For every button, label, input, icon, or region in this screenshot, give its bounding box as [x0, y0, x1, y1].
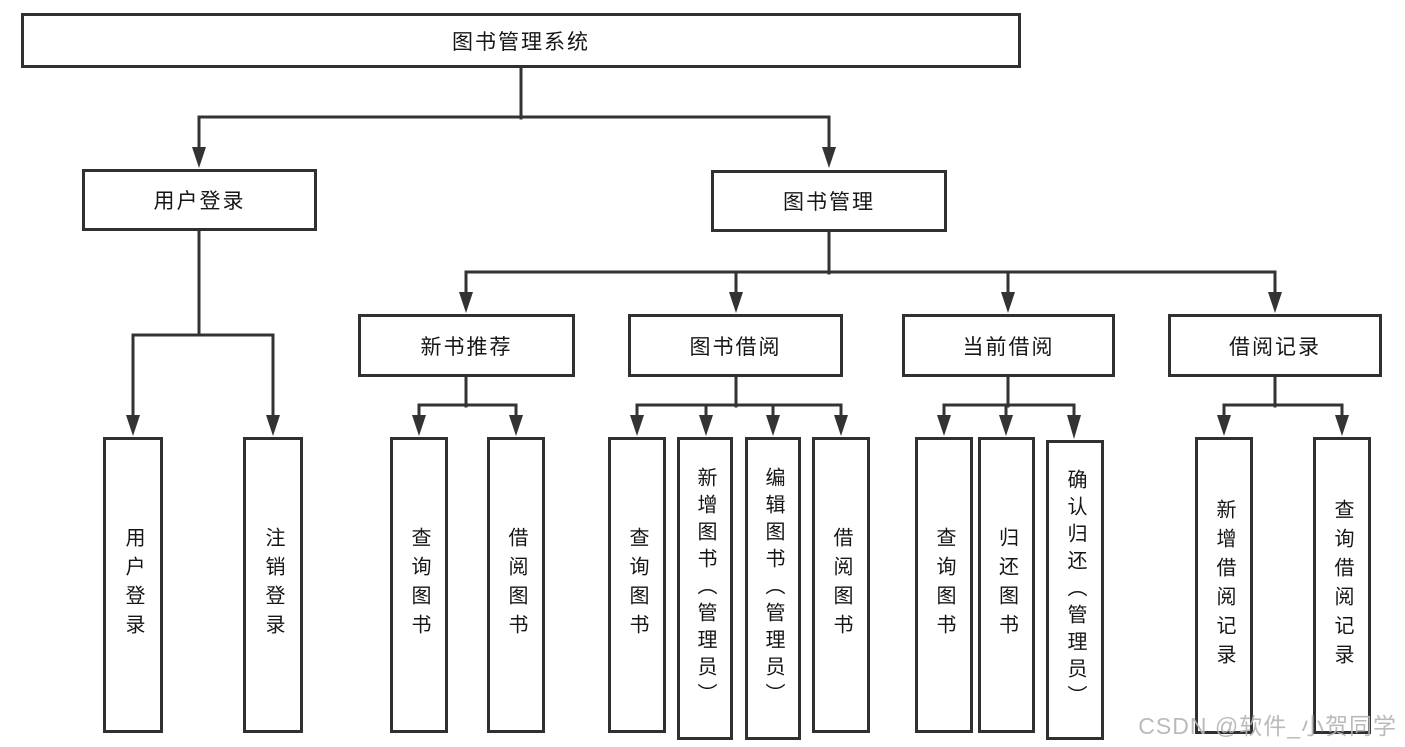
- csdn-watermark: CSDN @软件_小贺同学: [1138, 713, 1397, 739]
- leaf-add-borrow-record: 新增借阅记录: [1195, 437, 1253, 734]
- node-new-book-recommend: 新书推荐: [358, 314, 575, 377]
- leaf-add-books-admin: 新增图书（管理员）: [677, 437, 733, 740]
- leaf-confirm-return-admin: 确认归还（管理员）: [1046, 440, 1104, 740]
- node-label: 借阅图书: [505, 527, 527, 643]
- node-label: 查询图书: [408, 527, 430, 643]
- node-label: 新增借阅记录: [1213, 498, 1235, 673]
- node-label: 查询借阅记录: [1331, 498, 1353, 673]
- node-user-login: 用户登录: [82, 169, 317, 231]
- node-label: 查询图书: [933, 527, 955, 643]
- node-label: 确认归还（管理员）: [1064, 468, 1086, 712]
- node-label: 新书推荐: [420, 335, 513, 359]
- node-book-management: 图书管理: [711, 170, 947, 232]
- node-label: 图书借阅: [689, 335, 782, 359]
- leaf-query-books-current: 查询图书: [915, 437, 973, 733]
- node-label: 查询图书: [626, 527, 648, 643]
- node-library-management-system: 图书管理系统: [21, 13, 1021, 68]
- leaf-borrow-books: 借阅图书: [812, 437, 870, 733]
- node-label: 图书管理: [783, 191, 875, 214]
- leaf-borrow-books-recommend: 借阅图书: [487, 437, 545, 733]
- leaf-query-books-recommend: 查询图书: [390, 437, 448, 733]
- node-label: 借阅图书: [830, 527, 852, 643]
- node-book-borrowing: 图书借阅: [628, 314, 843, 377]
- node-label: 编辑图书（管理员）: [762, 467, 784, 710]
- node-label: 用户登录: [153, 190, 246, 213]
- leaf-query-borrow-record: 查询借阅记录: [1313, 437, 1371, 734]
- node-label: 注销登录: [262, 527, 284, 643]
- leaf-query-books-borrowing: 查询图书: [608, 437, 666, 733]
- leaf-edit-books-admin: 编辑图书（管理员）: [745, 437, 801, 740]
- leaf-return-books: 归还图书: [978, 437, 1035, 733]
- node-current-borrowing: 当前借阅: [902, 314, 1115, 377]
- leaf-user-login: 用户登录: [103, 437, 163, 733]
- node-label: 用户登录: [122, 527, 144, 643]
- node-label: 新增图书（管理员）: [694, 467, 716, 710]
- node-label: 图书管理系统: [452, 30, 590, 54]
- node-borrow-records: 借阅记录: [1168, 314, 1382, 377]
- node-label: 借阅记录: [1229, 335, 1321, 359]
- leaf-logout: 注销登录: [243, 437, 303, 733]
- node-label: 归还图书: [995, 527, 1018, 643]
- node-label: 当前借阅: [962, 335, 1055, 359]
